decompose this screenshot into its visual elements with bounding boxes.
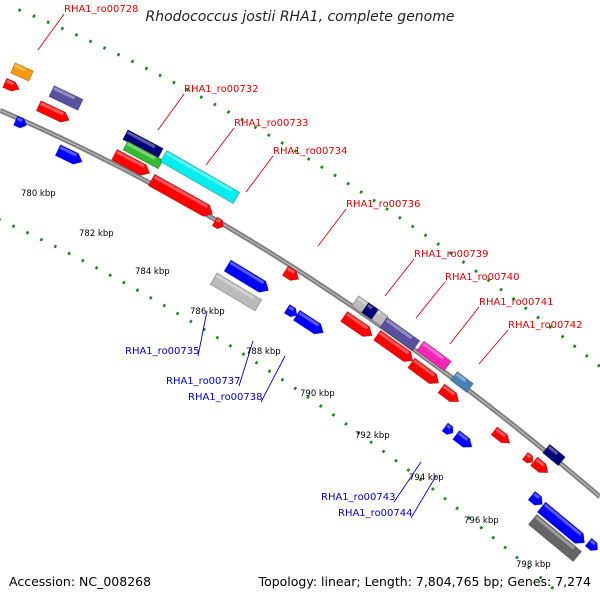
scale-tick-label: 796 kbp xyxy=(464,516,499,526)
blue-cds xyxy=(584,537,598,551)
red-cds xyxy=(407,357,440,385)
blue-cds xyxy=(527,490,543,506)
red-cds xyxy=(2,77,20,92)
gene-label-text[interactable]: RHA1_ro00732 xyxy=(184,84,259,95)
accession-text: Accession: NC_008268 xyxy=(9,574,152,589)
gene-label-text[interactable]: RHA1_ro00728 xyxy=(64,4,139,15)
gene-label-text[interactable]: RHA1_ro00744 xyxy=(338,508,413,519)
gene-label-rha1-ro00738[interactable]: RHA1_ro00738 xyxy=(188,355,286,403)
green-gene xyxy=(122,140,164,170)
gene-label-text[interactable]: RHA1_ro00735 xyxy=(125,346,200,357)
blue-cds xyxy=(12,115,27,129)
red-cds xyxy=(35,100,70,123)
silver-gene xyxy=(209,272,263,312)
red-cds xyxy=(281,265,300,281)
red-cds xyxy=(147,173,214,217)
red-cds xyxy=(110,148,151,176)
magenta-gene xyxy=(416,340,452,372)
blue-cds xyxy=(223,259,270,293)
gene-label-text[interactable]: RHA1_ro00742 xyxy=(508,320,583,331)
blue-cds xyxy=(441,422,454,436)
gene-label-text[interactable]: RHA1_ro00734 xyxy=(273,146,348,157)
purple-gene xyxy=(48,85,84,111)
gene-labels: RHA1_ro00728RHA1_ro00732RHA1_ro00733RHA1… xyxy=(37,4,583,519)
gene-label-text[interactable]: RHA1_ro00741 xyxy=(479,297,554,308)
gene-label-rha1-ro00741[interactable]: RHA1_ro00741 xyxy=(449,297,554,345)
navy-gene xyxy=(542,443,566,467)
purple-gene xyxy=(379,316,421,352)
scale-tick-label: 782 kbp xyxy=(79,229,114,239)
blue-cds xyxy=(283,304,298,318)
gene-label-text[interactable]: RHA1_ro00743 xyxy=(321,492,396,503)
genome-title: Rhodococcus jostii RHA1, complete genome xyxy=(145,9,455,25)
red-cds xyxy=(521,451,534,464)
gene-label-text[interactable]: RHA1_ro00737 xyxy=(166,376,241,387)
gene-label-rha1-ro00739[interactable]: RHA1_ro00739 xyxy=(384,249,489,297)
lower-dot-line xyxy=(0,218,556,591)
backbone-highlight xyxy=(0,109,600,498)
tick-dot-lines xyxy=(0,8,600,591)
gray-gene xyxy=(527,513,583,563)
red-cds xyxy=(340,310,373,338)
gene-label-rha1-ro00737[interactable]: RHA1_ro00737 xyxy=(166,340,254,387)
scale-tick-label: 794 kbp xyxy=(409,473,444,483)
blue-cds xyxy=(54,144,83,165)
scale-tick-label: 792 kbp xyxy=(355,431,390,441)
scale-ticks: 780 kbp 782 kbp 784 kbp 786 kbp 788 kbp 790 k… xyxy=(21,189,551,570)
red-cds xyxy=(211,216,224,230)
red-cds xyxy=(373,329,414,362)
scale-tick-label: 798 kbp xyxy=(516,560,551,570)
gene-label-rha1-ro00736[interactable]: RHA1_ro00736 xyxy=(317,199,421,247)
red-cds xyxy=(490,426,511,444)
gene-label-rha1-ro00728[interactable]: RHA1_ro00728 xyxy=(37,4,139,51)
cyan-gene xyxy=(159,149,241,205)
gene-label-rha1-ro00733[interactable]: RHA1_ro00733 xyxy=(205,118,309,166)
gene-label-text[interactable]: RHA1_ro00733 xyxy=(234,118,309,129)
gene-label-text[interactable]: RHA1_ro00738 xyxy=(188,392,263,403)
gene-features xyxy=(2,62,598,563)
scale-tick-label: 780 kbp xyxy=(21,189,56,199)
scale-tick-label: 788 kbp xyxy=(246,347,281,357)
gene-label-rha1-ro00735[interactable]: RHA1_ro00735 xyxy=(125,310,208,357)
upper-dot-line xyxy=(17,8,600,369)
gene-label-rha1-ro00732[interactable]: RHA1_ro00732 xyxy=(157,84,259,131)
genome-backbone xyxy=(0,108,600,499)
gene-label-rha1-ro00744[interactable]: RHA1_ro00744 xyxy=(338,475,437,519)
gene-label-text[interactable]: RHA1_ro00739 xyxy=(414,249,489,260)
gene-label-rha1-ro00740[interactable]: RHA1_ro00740 xyxy=(415,272,520,319)
blue-cds xyxy=(452,430,473,448)
blue-cds xyxy=(292,309,324,335)
red-cds xyxy=(529,456,549,474)
orange-gene xyxy=(10,62,34,82)
navy-gene xyxy=(361,302,379,320)
steelblue-gene xyxy=(450,371,474,393)
red-cds xyxy=(437,383,460,403)
gene-label-rha1-ro00742[interactable]: RHA1_ro00742 xyxy=(478,320,583,365)
topology-text: Topology: linear; Length: 7,804,765 bp; … xyxy=(258,574,591,589)
gene-label-text[interactable]: RHA1_ro00736 xyxy=(346,199,421,210)
scale-tick-label: 790 kbp xyxy=(300,389,335,399)
gene-label-rha1-ro00734[interactable]: RHA1_ro00734 xyxy=(245,146,348,193)
gene-label-text[interactable]: RHA1_ro00740 xyxy=(445,272,520,283)
scale-tick-label: 786 kbp xyxy=(190,307,225,317)
scale-tick-label: 784 kbp xyxy=(135,267,170,277)
gene-label-rha1-ro00743[interactable]: RHA1_ro00743 xyxy=(321,461,422,503)
blue-cds xyxy=(536,501,585,544)
